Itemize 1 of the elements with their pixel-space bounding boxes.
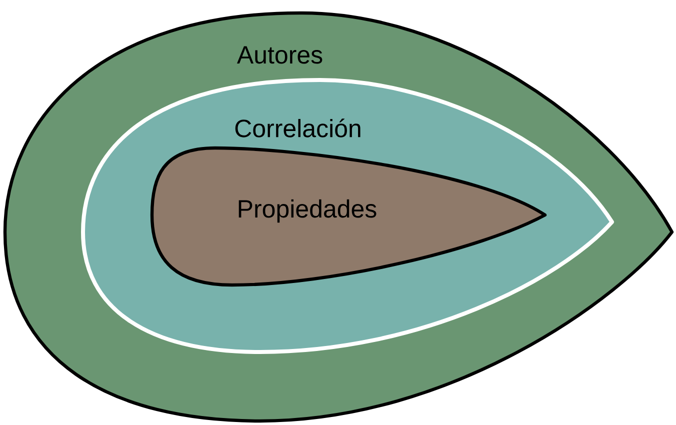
inner-region: Propiedades	[150, 146, 547, 287]
